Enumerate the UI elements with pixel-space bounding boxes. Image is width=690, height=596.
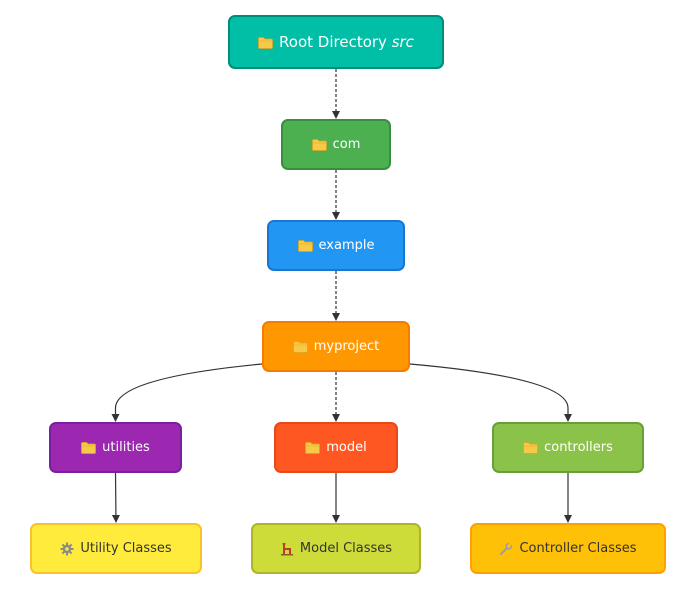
wrench-icon bbox=[499, 541, 513, 556]
edge-myproject-to-utilities bbox=[111, 363, 263, 422]
node-label: myproject bbox=[313, 339, 380, 354]
folder-icon bbox=[297, 239, 313, 252]
node-controllers[interactable]: controllers bbox=[492, 422, 644, 473]
node-label: Controller Classes bbox=[519, 541, 637, 556]
node-com[interactable]: com bbox=[281, 119, 391, 170]
node-controller-classes[interactable]: Controller Classes bbox=[470, 523, 666, 574]
folder-icon bbox=[258, 36, 273, 49]
node-label: Root Directory src bbox=[279, 33, 414, 51]
node-utilities[interactable]: utilities bbox=[49, 422, 182, 473]
folder-icon bbox=[311, 138, 327, 151]
node-label: Utility Classes bbox=[80, 541, 172, 556]
gear-icon bbox=[60, 542, 74, 556]
edge-myproject-to-controllers bbox=[409, 363, 572, 422]
node-example[interactable]: example bbox=[267, 220, 405, 271]
node-myproject[interactable]: myproject bbox=[262, 321, 410, 372]
node-label: utilities bbox=[102, 440, 150, 455]
folder-icon bbox=[523, 441, 538, 454]
building-icon bbox=[280, 542, 294, 556]
node-root-directory[interactable]: Root Directory src bbox=[228, 15, 444, 69]
folder-icon bbox=[305, 441, 321, 454]
folder-icon bbox=[81, 441, 97, 454]
node-utility-classes[interactable]: Utility Classes bbox=[30, 523, 202, 574]
node-label: controllers bbox=[544, 440, 613, 455]
folder-icon bbox=[292, 340, 308, 353]
node-model[interactable]: model bbox=[274, 422, 398, 473]
node-label: com bbox=[332, 137, 361, 152]
node-model-classes[interactable]: Model Classes bbox=[251, 523, 421, 574]
edge-utilities-to-utility_classes bbox=[111, 472, 120, 523]
node-label: model bbox=[326, 440, 367, 455]
node-label: example bbox=[318, 238, 375, 253]
node-label: Model Classes bbox=[299, 541, 393, 556]
